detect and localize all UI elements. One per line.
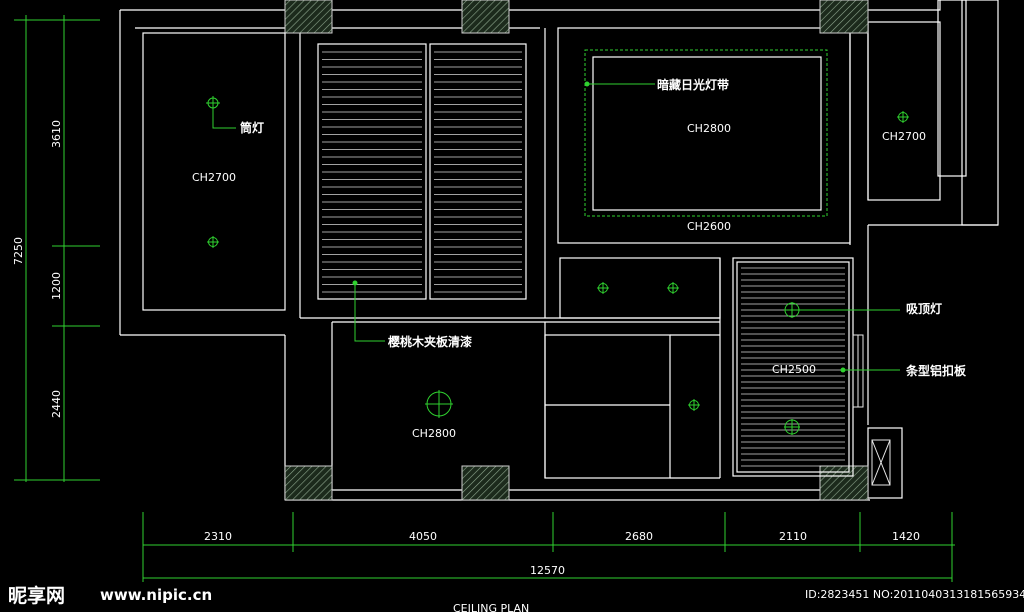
watermark-brand: 昵享网 bbox=[8, 584, 65, 607]
height-center-bottom: CH2800 bbox=[412, 427, 456, 440]
ceiling-lamp-icon bbox=[784, 419, 800, 435]
dim-left-total: 7250 bbox=[12, 237, 25, 265]
dimensions-left: 3610 1200 2440 7250 bbox=[12, 15, 100, 482]
dim-2310: 2310 bbox=[204, 530, 232, 543]
dimensions-bottom: 2310 4050 2680 2110 1420 12570 bbox=[142, 512, 955, 582]
hidden-light-trough bbox=[584, 49, 828, 217]
structural-columns bbox=[284, 0, 869, 501]
height-right-slatted: CH2500 bbox=[772, 363, 816, 376]
cherry-veneer-label: 樱桃木夹板清漆 bbox=[388, 334, 472, 349]
aluminum-strip-ceiling bbox=[732, 257, 864, 477]
hidden-fluorescent-label: 暗藏日光灯带 bbox=[657, 77, 729, 92]
downlight-icon bbox=[897, 111, 909, 123]
watermark-url: www.nipic.cn bbox=[100, 586, 212, 604]
dim-1420: 1420 bbox=[892, 530, 920, 543]
leader-lines bbox=[212, 81, 900, 373]
drawing-title: CEILING PLAN bbox=[453, 602, 529, 612]
ceiling-lamp-icon bbox=[425, 390, 453, 418]
dim-2110: 2110 bbox=[779, 530, 807, 543]
ceiling-lamp-label: 吸顶灯 bbox=[906, 301, 942, 316]
downlight-icon bbox=[667, 282, 679, 294]
left-room-ceiling bbox=[142, 32, 286, 311]
watermark-id: ID:2823451 NO:20110403131815659348 bbox=[805, 588, 1024, 601]
dim-total: 12570 bbox=[530, 564, 565, 577]
downlight-label: 筒灯 bbox=[240, 120, 264, 135]
cherry-veneer-panels bbox=[317, 43, 527, 300]
light-box-inner bbox=[592, 56, 822, 211]
downlight-icon bbox=[207, 236, 219, 248]
dim-3610: 3610 bbox=[50, 120, 63, 148]
downlight-icon bbox=[688, 399, 700, 411]
height-far-right: CH2700 bbox=[882, 130, 926, 143]
height-left-room: CH2700 bbox=[192, 171, 236, 184]
downlight-icon bbox=[597, 282, 609, 294]
dim-2440: 2440 bbox=[50, 390, 63, 418]
walls bbox=[119, 0, 999, 501]
downlight-icon bbox=[206, 96, 220, 110]
light-fixtures bbox=[206, 96, 909, 435]
watermark: 昵享网 www.nipic.cn ID:2823451 NO:201104031… bbox=[8, 584, 1024, 607]
dim-4050: 4050 bbox=[409, 530, 437, 543]
height-top-right-outer: CH2600 bbox=[687, 220, 731, 233]
dim-2680: 2680 bbox=[625, 530, 653, 543]
annotations: 筒灯 暗藏日光灯带 樱桃木夹板清漆 吸顶灯 条型铝扣板 CH2700 CH280… bbox=[192, 77, 967, 440]
aluminum-strip-label: 条型铝扣板 bbox=[905, 363, 967, 378]
height-top-right-inner: CH2800 bbox=[687, 122, 731, 135]
dim-1200: 1200 bbox=[50, 272, 63, 300]
